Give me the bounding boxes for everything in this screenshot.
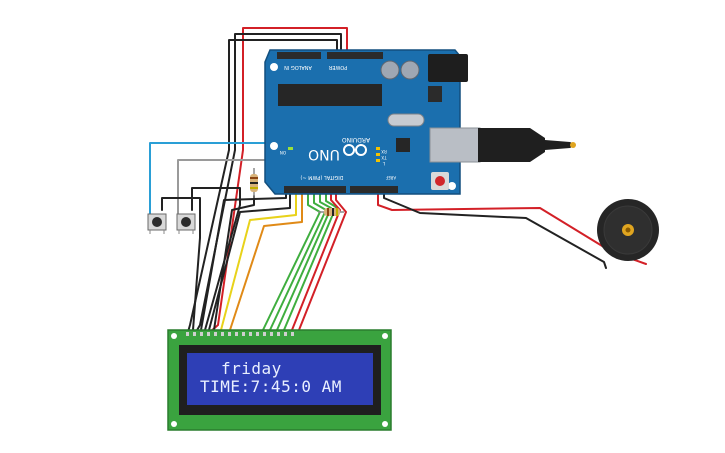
aref-label: AREF [385, 175, 396, 180]
wire-black-gnd-1[interactable] [195, 33, 342, 333]
lcd-mount-hole [382, 421, 388, 427]
header-digital-2 [350, 186, 398, 193]
led-tx [376, 153, 380, 156]
wire-black-gnd-2[interactable] [187, 39, 338, 333]
mount-hole [448, 182, 456, 190]
wire-red-d10[interactable] [298, 189, 347, 331]
piezo-buzzer[interactable] [597, 199, 659, 261]
resistor-2[interactable] [318, 208, 344, 216]
led-l [376, 159, 380, 162]
wire-yellow-d3[interactable] [220, 189, 297, 331]
tx-label: TX [381, 155, 387, 160]
l-label: L [382, 161, 385, 166]
crystal [387, 113, 425, 127]
digital-header-label: DIGITAL (PWM ~) [300, 174, 343, 180]
header-digital-1 [284, 186, 346, 193]
wire-black-button2[interactable] [191, 187, 241, 331]
wire-orange-d4[interactable] [229, 189, 303, 331]
wire-black-button1[interactable] [161, 197, 201, 331]
wire-green-d8[interactable] [283, 189, 337, 331]
arduino-logo-icon [343, 144, 367, 156]
lcd-module[interactable] [167, 329, 392, 431]
usb-chip [396, 138, 410, 152]
lcd-screen [187, 353, 373, 405]
usb-port[interactable] [429, 127, 481, 163]
wire-green-d5[interactable] [262, 189, 321, 331]
lcd-pin-header [186, 332, 294, 336]
lcd-mount-hole [171, 333, 177, 339]
usb-cable-end [570, 142, 576, 148]
header-power [327, 52, 383, 59]
on-label: ON [280, 150, 286, 155]
capacitor [380, 60, 400, 80]
capacitor [400, 60, 420, 80]
push-button-1[interactable] [147, 213, 167, 234]
resistor-1[interactable] [250, 168, 258, 198]
led-on [288, 147, 293, 150]
led-rx [376, 147, 380, 150]
wire-red-5v[interactable] [209, 27, 348, 333]
reset-button[interactable] [435, 176, 445, 186]
board-brand-label: ARDUINO [342, 136, 371, 143]
wire-black-d2[interactable] [208, 189, 291, 331]
lcd-line-2: TIME:7:45:0 AM [200, 377, 342, 396]
arduino-uno-board[interactable]: UNO ARDUINO POWER ANALOG IN DIGITAL (PWM… [264, 49, 576, 195]
power-jack[interactable] [428, 54, 468, 82]
board-model-label: UNO [308, 146, 340, 162]
wire-black-resistor[interactable] [213, 195, 255, 331]
wire-green-d7[interactable] [276, 189, 332, 331]
wire-red-d9[interactable] [291, 189, 341, 331]
power-header-label: POWER [328, 64, 347, 70]
mount-hole [270, 63, 278, 71]
wire-gray-button2[interactable] [177, 159, 282, 216]
analog-header-label: ANALOG IN [284, 64, 312, 70]
wire-green-d6[interactable] [269, 189, 327, 331]
lcd-mount-hole [171, 421, 177, 427]
atmega-chip [278, 84, 382, 106]
wires [149, 27, 647, 333]
voltage-regulator [428, 86, 442, 102]
usb-cable-plug [478, 128, 545, 162]
lcd-line-1: friday [221, 359, 282, 378]
push-button-2[interactable] [176, 213, 196, 234]
header-analog [277, 52, 321, 59]
usb-cable [545, 140, 576, 150]
mount-hole [270, 142, 278, 150]
rx-label: RX [381, 149, 387, 154]
wire-black-buzzer[interactable] [383, 189, 607, 269]
lcd-mount-hole [382, 333, 388, 339]
